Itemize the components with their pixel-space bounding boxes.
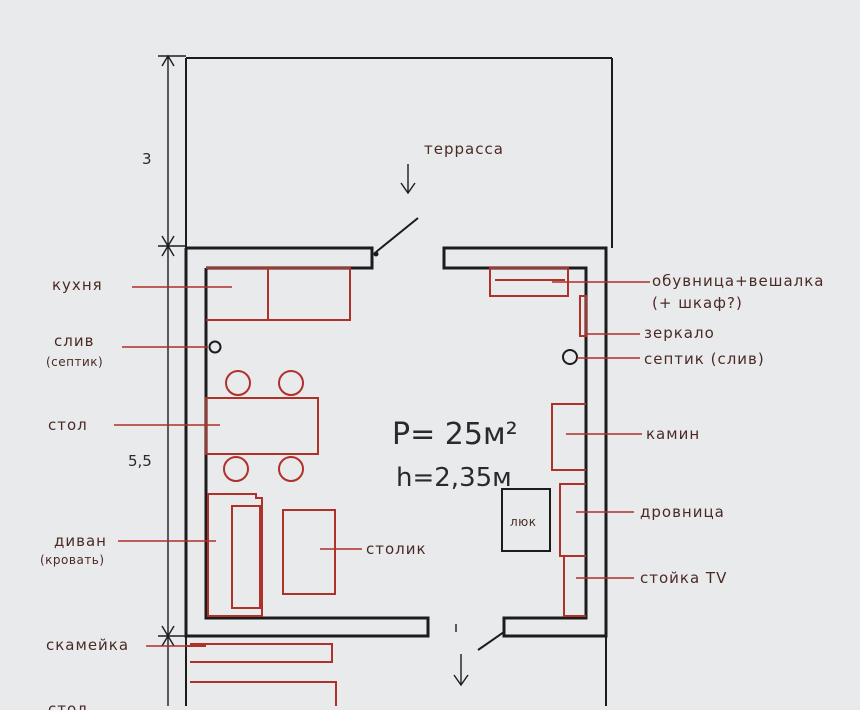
septic-icon xyxy=(562,349,578,365)
mirror xyxy=(579,295,587,337)
bottom-table-label: стол xyxy=(48,700,88,710)
left-leaders xyxy=(114,286,232,647)
top-door xyxy=(373,217,419,257)
kitchen-counter xyxy=(206,267,351,321)
area-label: P= 25м² xyxy=(392,417,518,452)
height-label: h=2,35м xyxy=(396,463,512,493)
floor-hatch xyxy=(501,488,551,552)
drain-sublabel: (септик) xyxy=(46,355,103,369)
woodpile xyxy=(559,483,586,557)
tv-stand xyxy=(563,555,586,617)
woodpile-label: дровница xyxy=(640,503,725,521)
dining-table xyxy=(205,370,319,482)
terrace-entry-arrow xyxy=(400,164,416,195)
drain-label: слив xyxy=(54,332,94,350)
sofa-label: диван xyxy=(54,532,107,550)
exit-arrow xyxy=(453,654,469,687)
dimension-line xyxy=(158,54,186,706)
sofa-sublabel: (кровать) xyxy=(40,553,105,567)
fireplace xyxy=(551,403,586,471)
bench xyxy=(186,643,337,706)
drain-icon xyxy=(208,340,222,354)
coffee-table xyxy=(282,509,336,595)
hatch-label: люк xyxy=(510,515,537,529)
bottom-door xyxy=(455,624,505,651)
room-depth-dimension: 5,5 xyxy=(128,452,152,470)
tv-stand-label: стойка TV xyxy=(640,569,727,587)
mirror-label: зеркало xyxy=(644,324,715,342)
bench-label: скамейка xyxy=(46,636,129,654)
terrace-depth-dimension: 3 xyxy=(142,150,152,168)
sofa xyxy=(207,493,263,617)
kitchen-label: кухня xyxy=(52,276,103,294)
shoe-rack-label: обувница+вешалка xyxy=(652,272,825,290)
table-label: стол xyxy=(48,416,88,434)
coffee-table-label: столик xyxy=(366,540,427,558)
shoe-rack-sublabel: (+ шкаф?) xyxy=(652,294,743,312)
terrace-outline xyxy=(185,57,613,248)
fireplace-label: камин xyxy=(646,425,700,443)
terrace-label: террасса xyxy=(424,140,504,158)
right-leaders xyxy=(552,281,650,579)
septic-label: септик (слив) xyxy=(644,350,765,368)
